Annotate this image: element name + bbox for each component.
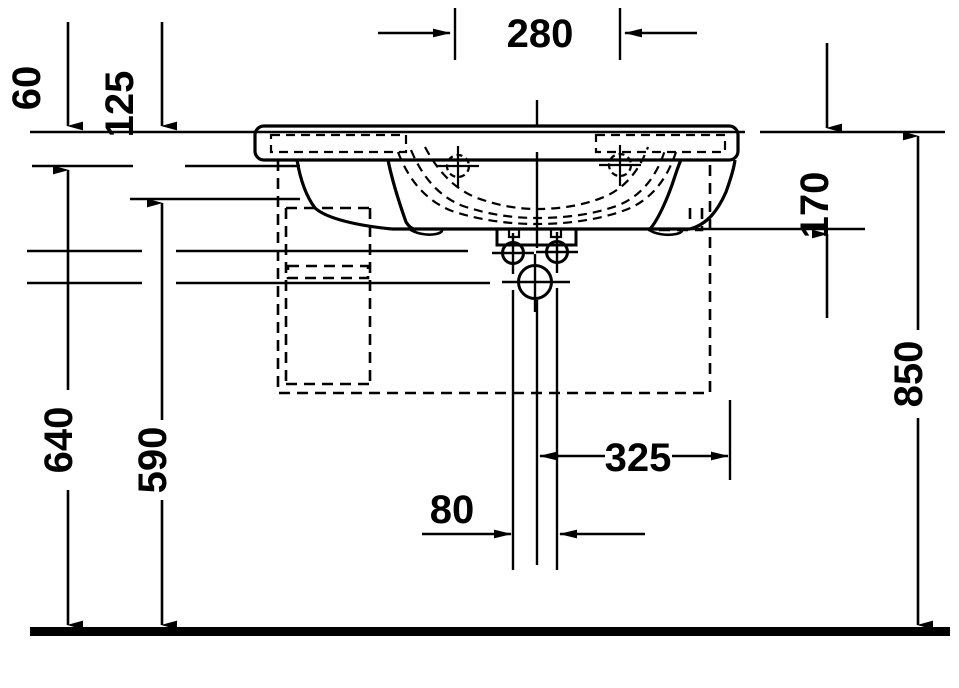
cabinet-outer-rect <box>276 160 712 395</box>
basin-lip-left <box>407 226 444 236</box>
dimension-170-label: 170 <box>793 172 837 239</box>
basin-wall-left <box>295 159 393 231</box>
dimension-280: 280 <box>378 12 697 56</box>
vertical-extension-lines <box>453 8 732 570</box>
floor-line-group <box>30 627 950 636</box>
dimension-590: 590 <box>131 198 177 630</box>
dimension-80: 80 <box>422 488 645 539</box>
cabinet-inner-drawer-front <box>286 264 370 280</box>
cabinet-right-notch <box>648 208 704 232</box>
dimension-60-label: 60 <box>5 66 49 111</box>
basin-inner-face-right <box>648 159 683 231</box>
dimension-60: 60 <box>5 22 83 131</box>
basin-wall-right <box>689 159 737 231</box>
dimension-80-label: 80 <box>430 488 475 532</box>
basin-rim-outline <box>253 124 740 162</box>
plumbing-connections <box>492 232 578 312</box>
cabinet-hidden-outline <box>276 160 712 395</box>
dimension-280-label: 280 <box>507 12 574 56</box>
dimension-850: 850 <box>887 131 933 630</box>
dimension-640-label: 640 <box>37 407 81 474</box>
horizontal-reference-lines <box>27 130 945 285</box>
tap-hole-group <box>437 145 641 187</box>
floor-line <box>30 627 950 636</box>
dimension-325-label: 325 <box>605 436 672 480</box>
dimension-125: 125 <box>98 22 177 138</box>
dimension-640: 640 <box>37 165 83 630</box>
basin-rim-hidden-left <box>269 133 408 154</box>
dimension-125-label: 125 <box>98 71 142 138</box>
dimension-170: 170 <box>793 43 842 318</box>
dimension-590-label: 590 <box>131 427 175 494</box>
dimension-325: 325 <box>539 436 729 480</box>
dimension-850-label: 850 <box>887 341 931 408</box>
basin-inner-face-left <box>386 159 417 232</box>
